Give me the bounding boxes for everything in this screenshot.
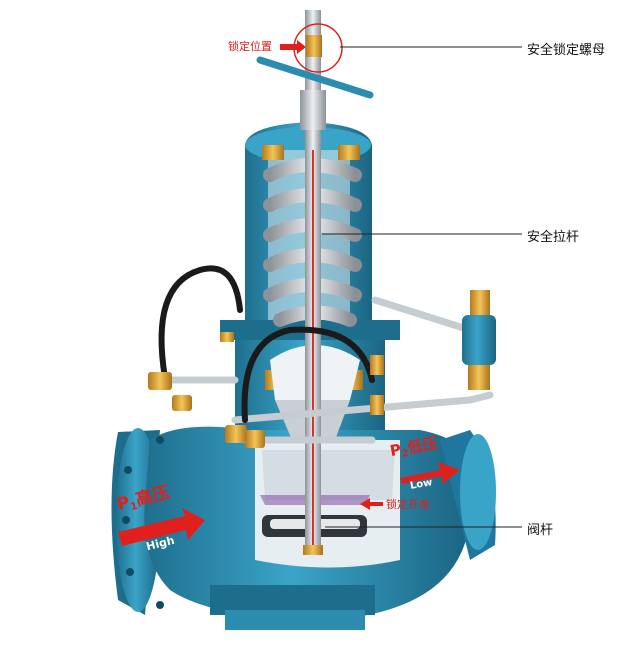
leader-lines [322,46,522,528]
safety-pull-rod-label: 安全拉杆 [527,230,580,245]
valve-body [111,426,496,630]
locked-opening-arrow [360,498,383,510]
high-flow-arrow [118,508,205,546]
lock-nut [306,35,322,57]
top-handle [256,35,374,130]
safety-lock-nut-label: 安全锁定螺母 [527,43,606,58]
lock-position-label: 锁定位置 [228,40,272,53]
brass-fittings [148,355,384,448]
low-flow-arrow [400,462,460,484]
valve-stem-label: 阀杆 [527,523,554,538]
pilot-tubing [156,296,494,444]
low-pressure-text: 低压 [406,433,439,457]
valve-stem [303,10,323,555]
control-hoses [158,265,375,423]
locked-opening-label: 锁定开度 [386,498,430,511]
pilot-valve [462,290,496,390]
lock-position-arrow [280,40,306,54]
